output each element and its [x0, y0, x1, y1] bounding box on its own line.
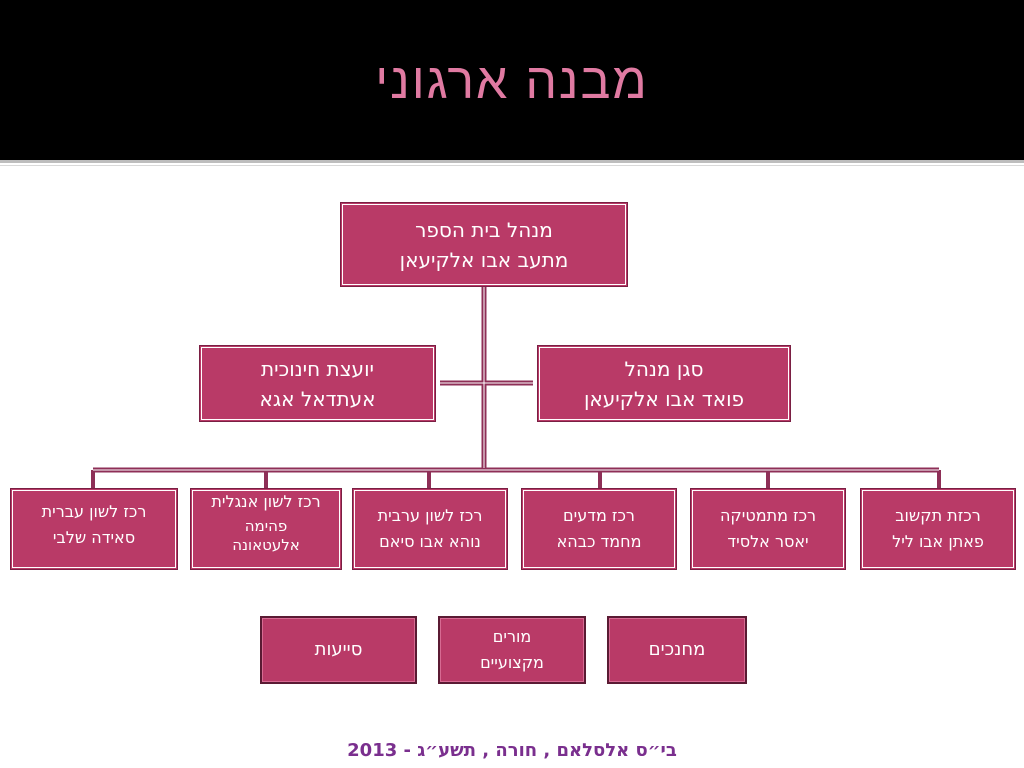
principal-name: מתעב אבו אלקיעאן: [399, 247, 569, 272]
coordinator-english-role: רכז לשון אנגלית: [211, 492, 321, 511]
staff-educators-box: מחנכים: [607, 616, 747, 684]
deputy-name: פואד אבו אלקיעאן: [583, 386, 745, 411]
coordinator-english-name: פהימה אלעטאונה: [232, 517, 300, 554]
deputy-box: סגן מנהל פואד אבו אלקיעאן: [537, 345, 791, 422]
coordinator-hebrew-name: סאידה שלבי: [52, 528, 136, 547]
principal-box: מנהל בית הספר מתעב אבו אלקיעאן: [340, 202, 628, 287]
counselor-role: יועצת חינוכית: [261, 356, 374, 381]
coordinator-math-role: רכז מתמטיקה: [719, 506, 817, 525]
coordinator-hebrew-box: רכז לשון עברית סאידה שלבי: [10, 488, 178, 570]
coordinator-arabic-box: רכז לשון ערבית נוהא אבו סיאם: [352, 488, 508, 570]
staff-assistants-box: סייעות: [260, 616, 417, 684]
principal-role: מנהל בית הספר: [415, 217, 553, 242]
footer-caption: בי״ס אלסלאם , חורה , תשע״ג - 2013: [347, 740, 677, 761]
coordinator-ict-role: רכזת תקשוב: [895, 506, 981, 525]
staff-educators-label: מחנכים: [648, 639, 706, 660]
staff-teachers-box: מורים מקצועיים: [438, 616, 586, 684]
coordinator-science-role: רכז מדעים: [563, 506, 635, 525]
title-bar: [0, 0, 1024, 160]
staff-assistants-label: סייעות: [314, 639, 363, 660]
counselor-name: אעתדאל אגא: [259, 386, 376, 411]
coordinator-hebrew-role: רכז לשון עברית: [41, 502, 147, 521]
staff-teachers-label: מורים מקצועיים: [480, 627, 544, 672]
coordinator-english-box: רכז לשון אנגלית פהימה אלעטאונה: [190, 488, 342, 570]
title-divider: [0, 160, 1024, 163]
coordinator-arabic-name: נוהא אבו סיאם: [379, 532, 481, 551]
page-title: מבנה ארגוני: [375, 53, 649, 109]
coordinator-math-box: רכז מתמטיקה יאסר אלסיד: [690, 488, 846, 570]
coordinator-ict-name: פאתן אבו ליל: [892, 532, 984, 551]
deputy-role: סגן מנהל: [624, 356, 704, 381]
counselor-box: יועצת חינוכית אעתדאל אגא: [199, 345, 436, 422]
coordinator-science-name: מחמד כבהא: [556, 532, 642, 551]
coordinator-arabic-role: רכז לשון ערבית: [377, 506, 483, 525]
title-divider-thin: [0, 165, 1024, 166]
coordinator-science-box: רכז מדעים מחמד כבהא: [521, 488, 677, 570]
coordinator-ict-box: רכזת תקשוב פאתן אבו ליל: [860, 488, 1016, 570]
coordinator-math-name: יאסר אלסיד: [727, 532, 809, 551]
